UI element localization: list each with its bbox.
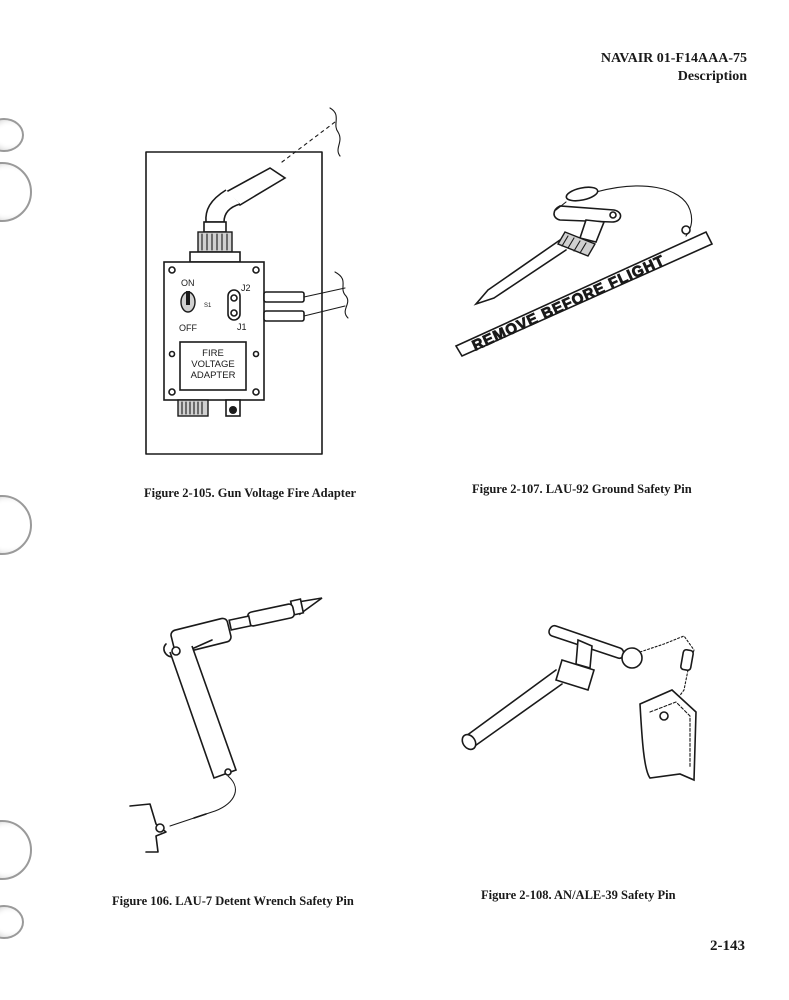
cable-plug xyxy=(224,167,287,206)
screw-top-right xyxy=(252,266,260,274)
gun-voltage-fire-adapter-drawing: ON OFF S1 J2 J1 FIRE VOLTAGE ADAPTER xyxy=(145,107,349,455)
cable-break-symbol xyxy=(329,107,341,157)
panel-text-voltage: VOLTAGE xyxy=(191,359,234,370)
switch-designator: S1 xyxy=(204,303,212,309)
lead-plug-lower xyxy=(263,310,305,322)
streamer-grommet xyxy=(681,225,691,235)
test-leads xyxy=(303,287,346,317)
figure-2-105-caption: Figure 2-105. Gun Voltage Fire Adapter xyxy=(144,486,357,500)
screw-bottom-right xyxy=(252,388,260,396)
figure-106-caption: Figure 106. LAU-7 Detent Wrench Safety P… xyxy=(112,894,354,908)
section-title: Description xyxy=(677,69,747,84)
pin-tip xyxy=(473,289,495,306)
pin-ring xyxy=(621,647,643,669)
tag-grommet xyxy=(659,711,669,721)
wrench-pivot xyxy=(171,646,181,656)
figure-frame xyxy=(145,151,323,455)
wrench-clip xyxy=(129,803,167,853)
wrench-pin-sleeve xyxy=(246,603,296,627)
lau-92-ground-safety-pin-drawing: REMOVE BEFORE FLIGHT xyxy=(454,185,714,358)
document-number: NAVAIR 01-F14AAA-75 xyxy=(600,51,747,66)
panel-text-adapter: ADAPTER xyxy=(191,370,236,381)
pin-barrel xyxy=(555,658,595,692)
remove-before-flight-streamer xyxy=(454,230,714,358)
switch-label-on: ON xyxy=(181,278,195,288)
t-handle xyxy=(548,624,625,660)
connector-collar xyxy=(203,221,227,233)
an-ale-39-safety-pin-drawing xyxy=(461,624,697,782)
handle-arm xyxy=(578,219,606,243)
jack-label-j1: J1 xyxy=(237,322,247,332)
lead-plug-upper xyxy=(263,291,305,303)
page-header: NAVAIR 01-F14AAA-75 Description xyxy=(601,50,747,86)
streamer-text: REMOVE BEFORE FLIGHT xyxy=(470,252,668,355)
lanyard-sleeve xyxy=(565,186,599,202)
connector-base xyxy=(189,251,241,263)
figure-2-108-caption: Figure 2-108. AN/ALE-39 Safety Pin xyxy=(481,888,676,902)
lau-7-detent-wrench-safety-pin-drawing xyxy=(129,597,323,853)
adapter-label-panel xyxy=(179,341,247,391)
page-number: 2-143 xyxy=(710,938,745,954)
wrench-lanyard xyxy=(169,775,236,827)
ale-pin-shaft xyxy=(465,669,563,749)
pin-handle xyxy=(553,205,622,223)
jack-j2 xyxy=(230,294,238,302)
pin-shaft xyxy=(487,239,567,299)
screw-bottom-left xyxy=(168,388,176,396)
cable-break-leader xyxy=(281,121,336,163)
ale-pin-end xyxy=(461,733,477,751)
wrench-upper-arm xyxy=(170,617,232,655)
screw-top-left xyxy=(168,266,176,274)
warning-tag xyxy=(639,689,697,782)
wrench-lower-arm xyxy=(169,645,238,780)
switch-label-off: OFF xyxy=(179,323,197,333)
jack-label-j2: J2 xyxy=(241,283,251,293)
lead-break-symbol xyxy=(334,271,349,319)
panel-text-fire: FIRE xyxy=(202,348,224,359)
jack-j1 xyxy=(230,309,238,317)
figure-2-107-caption: Figure 2-107. LAU-92 Ground Safety Pin xyxy=(472,482,692,496)
